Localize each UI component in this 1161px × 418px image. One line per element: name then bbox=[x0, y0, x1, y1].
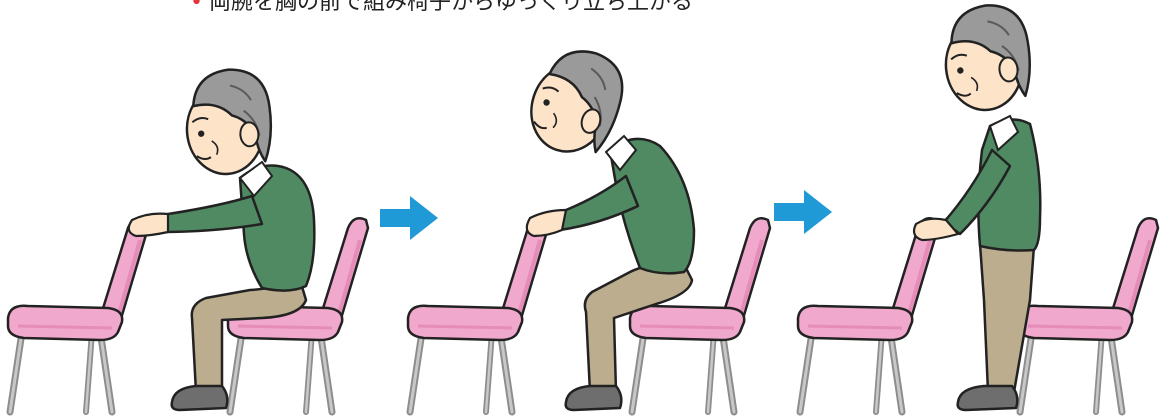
front-chair-3 bbox=[798, 218, 938, 412]
front-chair-2 bbox=[408, 218, 548, 412]
person-standing-figure bbox=[914, 1, 1040, 410]
person-rising-figure bbox=[520, 39, 694, 410]
head-3 bbox=[940, 1, 1035, 113]
arrow-icon-1 bbox=[380, 196, 438, 240]
arrow-icon-2 bbox=[774, 190, 832, 234]
rear-chair-3 bbox=[1018, 218, 1158, 412]
head-1 bbox=[183, 67, 274, 177]
front-chair-1 bbox=[8, 218, 148, 412]
person-seated-figure bbox=[129, 67, 315, 410]
step-2-group bbox=[408, 39, 770, 412]
step-3-group bbox=[798, 1, 1158, 412]
step-1-group bbox=[8, 67, 368, 412]
